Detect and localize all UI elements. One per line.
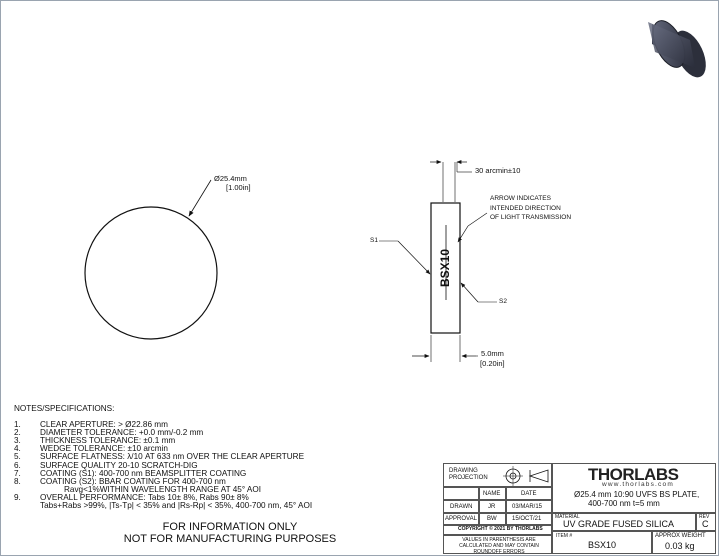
diameter-dimension: Ø25.4mm bbox=[214, 174, 247, 183]
approval-name: BW bbox=[487, 516, 497, 522]
surface-s1-label: S1 bbox=[370, 237, 378, 244]
note-item: 4.WEDGE TOLERANCE: ±10 arcmin bbox=[14, 444, 168, 454]
approval-label: APPROVAL bbox=[445, 516, 477, 522]
surface-s2-label: S2 bbox=[499, 298, 507, 305]
disk-3d-icon bbox=[648, 20, 706, 78]
drawn-label: DRAWN bbox=[450, 504, 473, 510]
weight-label: APPROX WEIGHT bbox=[655, 533, 706, 539]
part-description-line2: 400-700 nm t=5 mm bbox=[588, 499, 660, 508]
note-item: 1.CLEAR APERTURE: > Ø22.86 mm bbox=[14, 420, 168, 430]
projection-label: DRAWING PROJECTION bbox=[449, 468, 488, 481]
part-engraving: BSX10 bbox=[438, 248, 452, 288]
diameter-leader bbox=[188, 179, 212, 217]
note-item: 7.COATING (S1): 400-700 nm BEAMSPLITTER … bbox=[14, 468, 247, 478]
note-item: 8.COATING (S2): BBAR COATING FOR 400-700… bbox=[14, 476, 226, 486]
notes-header: NOTES/SPECIFICATIONS: bbox=[14, 404, 115, 413]
wedge-dimension: 30 arcmin±10 bbox=[475, 166, 521, 175]
note-item-continued: Ravg<1%WITHIN WAVELENGTH RANGE AT 45° AO… bbox=[64, 484, 262, 494]
item-number: BSX10 bbox=[588, 540, 617, 550]
rev-label: REV bbox=[699, 514, 710, 520]
thickness-dimension: 5.0mm bbox=[481, 349, 504, 358]
side-view-plate bbox=[430, 202, 461, 334]
rev-value: C bbox=[702, 519, 709, 529]
name-header: NAME bbox=[483, 491, 501, 497]
date-header: DATE bbox=[521, 491, 537, 497]
front-view-circle bbox=[84, 206, 218, 340]
note-item-continued: Tabs+Rabs >99%, |Ts-Tp| < 35% and |Rs-Rp… bbox=[40, 501, 313, 511]
part-description-line1: Ø25.4 mm 10:90 UVFS BS PLATE, bbox=[574, 490, 700, 499]
projection-cell bbox=[443, 463, 552, 487]
roundoff-note: VALUES IN PARENTHESIS ARE CALCULATED AND… bbox=[459, 537, 539, 555]
projection-symbol-icon bbox=[503, 466, 549, 486]
note-item: 2.DIAMETER TOLERANCE: +0.0 mm/-0.2 mm bbox=[14, 428, 204, 438]
copyright: COPYRIGHT © 2021 BY THORLABS bbox=[458, 526, 543, 532]
website: www.thorlabs.com bbox=[602, 481, 674, 488]
thorlabs-logo: THORLABS bbox=[588, 465, 679, 484]
specification-notes: NOTES/SPECIFICATIONS: 1.CLEAR APERTURE: … bbox=[14, 404, 313, 511]
note-item: 5.SURFACE FLATNESS: λ/10 AT 633 nm OVER … bbox=[14, 452, 305, 462]
arrow-note: ARROW INDICATES INTENDED DIRECTION OF LI… bbox=[490, 195, 572, 221]
logo-cell bbox=[552, 463, 716, 513]
diameter-dimension-inch: [1.00in] bbox=[226, 183, 251, 192]
disclaimer: FOR INFORMATION ONLY NOT FOR MANUFACTURI… bbox=[123, 521, 337, 545]
thickness-dimension-inch: [0.20in] bbox=[480, 359, 505, 368]
item-label: ITEM # bbox=[556, 533, 573, 539]
approval-date: 15/OCT/21 bbox=[512, 516, 542, 522]
note-item: 6.SURFACE QUALITY 20-10 SCRATCH-DIG bbox=[14, 460, 198, 470]
weight-value: 0.03 kg bbox=[665, 541, 695, 551]
note-item: 9.OVERALL PERFORMANCE: Tabs 10± 8%, Rabs… bbox=[14, 492, 249, 502]
drawn-date: 03/MAR/15 bbox=[512, 504, 543, 510]
drawn-name: JR bbox=[488, 504, 496, 510]
material-label: MATERIAL bbox=[555, 514, 580, 520]
note-item: 3.THICKNESS TOLERANCE: ±0.1 mm bbox=[14, 436, 176, 446]
material-value: UV GRADE FUSED SILICA bbox=[563, 519, 675, 529]
